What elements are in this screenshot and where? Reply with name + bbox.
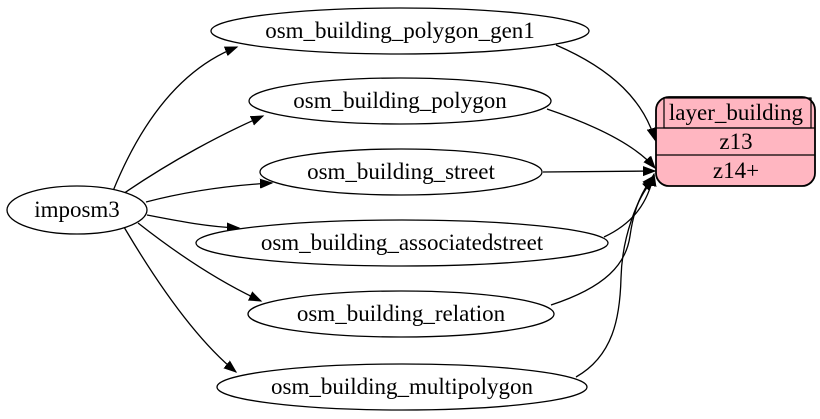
node-osm_building_relation: osm_building_relation	[247, 290, 555, 338]
edge-imposm3-to-osm_building_street	[145, 183, 272, 203]
edges-to-layer	[542, 44, 655, 378]
node-imposm3: imposm3	[6, 185, 148, 235]
osm_building_polygon_gen1-label: osm_building_polygon_gen1	[265, 18, 535, 43]
layer_building-row-z14: z14+	[713, 158, 759, 183]
edge-imposm3-to-osm_building_polygon	[119, 115, 263, 197]
osm_building_relation-label: osm_building_relation	[297, 301, 506, 326]
imposm3-ellipse	[6, 185, 148, 235]
node-osm_building_associatedstreet: osm_building_associatedstreet	[195, 219, 609, 267]
node-layer_building: layer_building z13 z14+	[655, 96, 816, 187]
imposm3-label: imposm3	[34, 197, 120, 222]
osm_building_associatedstreet-ellipse	[195, 219, 609, 267]
osm_building_street-ellipse	[259, 148, 543, 196]
edge-imposm3-to-osm_building_multipolygon	[123, 226, 236, 372]
edge-imposm3-to-osm_building_associatedstreet	[146, 214, 239, 228]
edge-osm_building_multipolygon-to-z14	[575, 179, 654, 378]
osm_building_associatedstreet-label: osm_building_associatedstreet	[261, 230, 544, 255]
osm_building_relation-ellipse	[247, 290, 555, 338]
node-osm_building_polygon_gen1: osm_building_polygon_gen1	[210, 7, 590, 55]
layer_building-row-z13: z13	[719, 129, 752, 154]
layer_building-box	[655, 96, 816, 187]
osm_building_multipolygon-label: osm_building_multipolygon	[271, 374, 533, 399]
edge-osm_building_street-to-z14	[542, 171, 655, 172]
edge-osm_building_polygon-to-z14	[546, 108, 655, 168]
edges-from-source	[112, 46, 272, 372]
layer_building-title: layer_building	[669, 100, 804, 125]
node-osm_building_polygon: osm_building_polygon	[248, 77, 552, 125]
edge-imposm3-to-osm_building_polygon_gen1	[112, 46, 237, 192]
osm_building_polygon-label: osm_building_polygon	[293, 88, 507, 113]
osm_building_street-label: osm_building_street	[307, 159, 495, 184]
edge-imposm3-to-osm_building_relation	[137, 222, 261, 301]
osm_building_polygon-ellipse	[248, 77, 552, 125]
edge-osm_building_relation-to-z14	[550, 176, 654, 306]
node-osm_building_street: osm_building_street	[259, 148, 543, 196]
node-osm_building_multipolygon: osm_building_multipolygon	[216, 363, 588, 411]
osm_building_multipolygon-ellipse	[216, 363, 588, 411]
edge-osm_building_polygon_gen1-to-z13	[555, 44, 655, 140]
layer_building-title-cell	[663, 97, 812, 129]
osm_building_polygon_gen1-ellipse	[210, 7, 590, 55]
